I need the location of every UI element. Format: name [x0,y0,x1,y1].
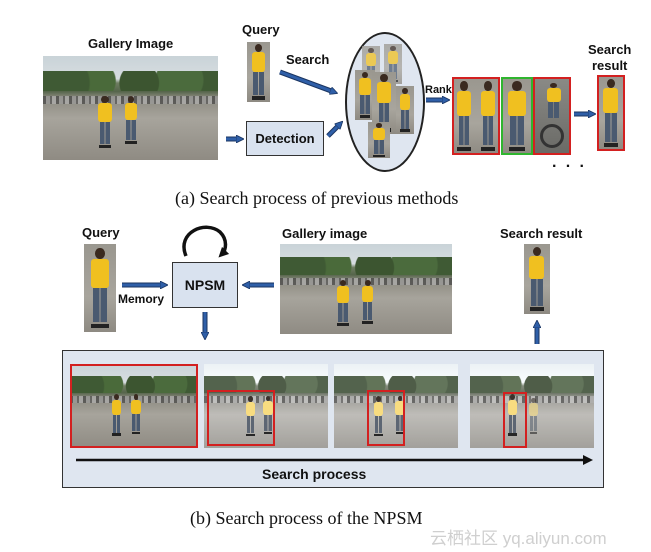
recurrent-loop-arrow [182,225,230,258]
ranked-green-box [501,77,533,155]
detection-box: Detection [246,121,324,156]
npsm-gallery-label: Gallery image [282,226,368,241]
memory-label: Memory [118,292,165,306]
ranked-crop [534,78,570,154]
search-result-label-line2: result [591,58,628,73]
search-process-label: Search process [262,466,367,482]
gallery-image-label: Gallery Image [88,36,174,51]
query-person-image [247,42,270,102]
npsm-box: NPSM [172,262,238,308]
search-result-label: Search result [588,42,631,74]
search-result-crop [598,76,624,150]
ranked-crop [476,78,500,154]
process-step-2-red-box [207,390,275,446]
npsm-label: NPSM [184,277,226,293]
query-label: Query [242,22,280,37]
npsm-query-label: Query [82,225,120,240]
result-red-box [597,75,625,151]
rank-label: Rank [425,84,452,96]
process-step-4-red-box [503,392,527,448]
npsm-gallery-photo [280,244,452,334]
person-figure [360,280,375,324]
person-figure [96,96,114,148]
npsm-query-image [84,244,116,332]
candidate-crop [355,70,375,120]
search-result-label-line1: Search [588,42,632,57]
candidate-crop [368,122,390,158]
ranked-red-box [533,77,571,155]
candidate-crop [396,86,414,134]
process-step-3-red-box [367,390,405,446]
ranked-red-box [452,77,500,155]
detection-label: Detection [255,131,315,146]
process-step-3-photo [334,364,458,448]
process-step-4-photo [470,364,594,448]
gallery-image-photo [43,56,218,160]
process-step-1-photo [70,364,198,448]
ellipsis-mark: · · · [552,158,587,175]
person-figure [123,96,139,144]
npsm-search-result-crop [524,244,550,314]
process-step-1-red-box [70,364,198,448]
ranked-crop [502,78,532,154]
npsm-search-result-label: Search result [500,226,583,241]
watermark-text: 云栖社区 yq.aliyun.com [430,529,607,548]
process-step-2-photo [204,364,328,448]
search-label: Search [286,52,330,67]
caption-a: (a) Search process of previous methods [175,188,459,208]
caption-b: (b) Search process of the NPSM [190,508,423,528]
person-figure [335,280,351,326]
ranked-crop [452,78,476,154]
